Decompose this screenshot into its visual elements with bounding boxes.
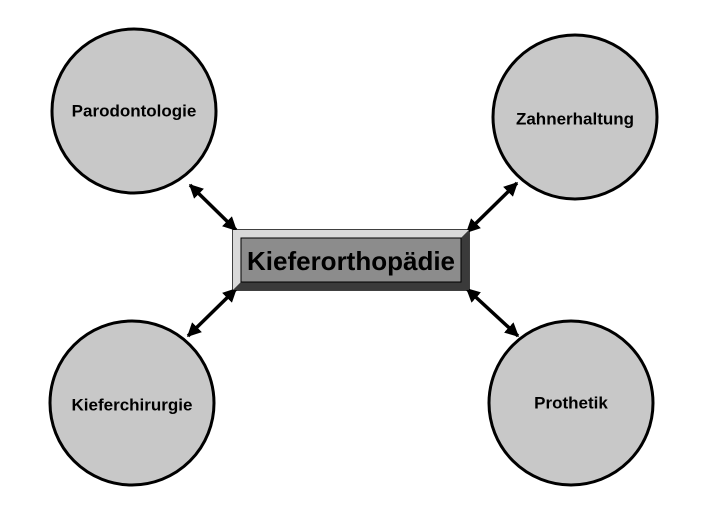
node-prothetik-circle xyxy=(487,319,655,487)
node-parodontologie: Parodontologie xyxy=(50,27,218,195)
node-parodontologie-label: Parodontologie xyxy=(72,102,197,121)
center-box-face xyxy=(240,237,462,283)
node-zahnerhaltung: Zahnerhaltung xyxy=(491,33,659,201)
center-box-bevel-dark xyxy=(233,230,469,290)
node-kieferchirurgie-circle xyxy=(48,319,216,487)
arrow-parodontologie-center xyxy=(188,183,238,232)
arrow-kieferchirurgie-center xyxy=(186,287,238,338)
node-parodontologie-circle xyxy=(50,27,218,195)
center-box-bevel-light xyxy=(233,230,469,290)
center-box: Kieferorthopädie xyxy=(232,229,470,291)
node-kieferchirurgie: Kieferchirurgie xyxy=(48,319,216,487)
center-box-label: Kieferorthopädie xyxy=(247,246,455,276)
node-zahnerhaltung-circle xyxy=(491,33,659,201)
arrow-prothetik-center xyxy=(465,287,520,338)
node-prothetik: Prothetik xyxy=(487,319,655,487)
node-zahnerhaltung-label: Zahnerhaltung xyxy=(516,110,634,129)
arrow-zahnerhaltung-center xyxy=(465,181,519,234)
node-prothetik-label: Prothetik xyxy=(534,394,608,413)
node-kieferchirurgie-label: Kieferchirurgie xyxy=(72,396,193,415)
